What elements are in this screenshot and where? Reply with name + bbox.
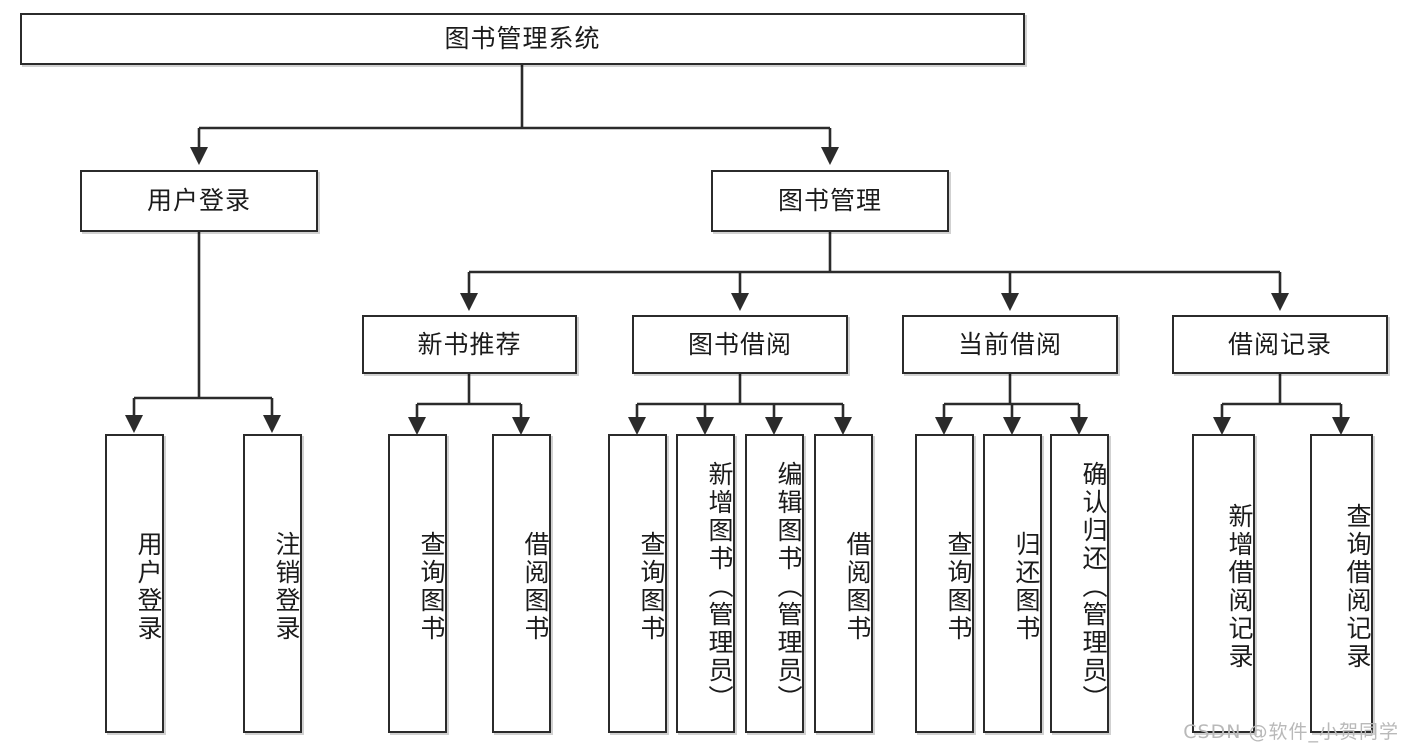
node-root[interactable]: 图书管理系统 <box>20 13 1025 65</box>
leaf-query-book-3-label: 查询图书 <box>944 530 973 643</box>
csdn-watermark: CSDN @软件_小贺同学 <box>1183 721 1399 743</box>
node-borrow-record[interactable]: 借阅记录 <box>1172 315 1388 374</box>
leaf-query-book-2[interactable]: 查询图书 <box>608 434 667 733</box>
node-root-label: 图书管理系统 <box>444 24 601 53</box>
leaf-query-record[interactable]: 查询借阅记录 <box>1310 434 1373 733</box>
leaf-add-book[interactable]: 新增图书（管理员） <box>676 434 735 733</box>
node-book-manage[interactable]: 图书管理 <box>711 170 949 232</box>
leaf-borrow-book-2[interactable]: 借阅图书 <box>814 434 873 733</box>
leaf-user-login[interactable]: 用户登录 <box>105 434 164 733</box>
node-book-borrow-label: 图书借阅 <box>687 329 792 359</box>
leaf-confirm-return[interactable]: 确认归还（管理员） <box>1050 434 1109 733</box>
leaf-query-book-1[interactable]: 查询图书 <box>388 434 447 733</box>
node-current-borrow[interactable]: 当前借阅 <box>902 315 1118 374</box>
leaf-query-book-2-label: 查询图书 <box>637 530 666 643</box>
node-book-manage-label: 图书管理 <box>777 186 882 215</box>
leaf-confirm-return-label: 确认归还（管理员） <box>1079 460 1108 713</box>
node-new-book-recommend-label: 新书推荐 <box>417 329 522 359</box>
leaf-edit-book[interactable]: 编辑图书（管理员） <box>745 434 804 733</box>
leaf-user-logout-label: 注销登录 <box>272 530 301 643</box>
leaf-add-book-label: 新增图书（管理员） <box>705 460 734 713</box>
leaf-query-book-3[interactable]: 查询图书 <box>915 434 974 733</box>
leaf-query-book-1-label: 查询图书 <box>417 530 446 643</box>
leaf-user-login-label: 用户登录 <box>134 530 163 643</box>
leaf-borrow-book-1[interactable]: 借阅图书 <box>492 434 551 733</box>
leaf-query-record-label: 查询借阅记录 <box>1343 502 1372 671</box>
node-borrow-record-label: 借阅记录 <box>1227 329 1332 359</box>
leaf-borrow-book-2-label: 借阅图书 <box>843 530 872 643</box>
leaf-edit-book-label: 编辑图书（管理员） <box>774 460 803 713</box>
leaf-return-book[interactable]: 归还图书 <box>983 434 1042 733</box>
node-user-login[interactable]: 用户登录 <box>80 170 318 232</box>
node-current-borrow-label: 当前借阅 <box>957 329 1062 359</box>
leaf-user-logout[interactable]: 注销登录 <box>243 434 302 733</box>
node-user-login-label: 用户登录 <box>146 186 251 215</box>
leaf-add-record-label: 新增借阅记录 <box>1225 502 1254 671</box>
node-book-borrow[interactable]: 图书借阅 <box>632 315 848 374</box>
leaf-add-record[interactable]: 新增借阅记录 <box>1192 434 1255 733</box>
node-new-book-recommend[interactable]: 新书推荐 <box>362 315 577 374</box>
leaf-borrow-book-1-label: 借阅图书 <box>521 530 550 643</box>
leaf-return-book-label: 归还图书 <box>1012 530 1041 643</box>
